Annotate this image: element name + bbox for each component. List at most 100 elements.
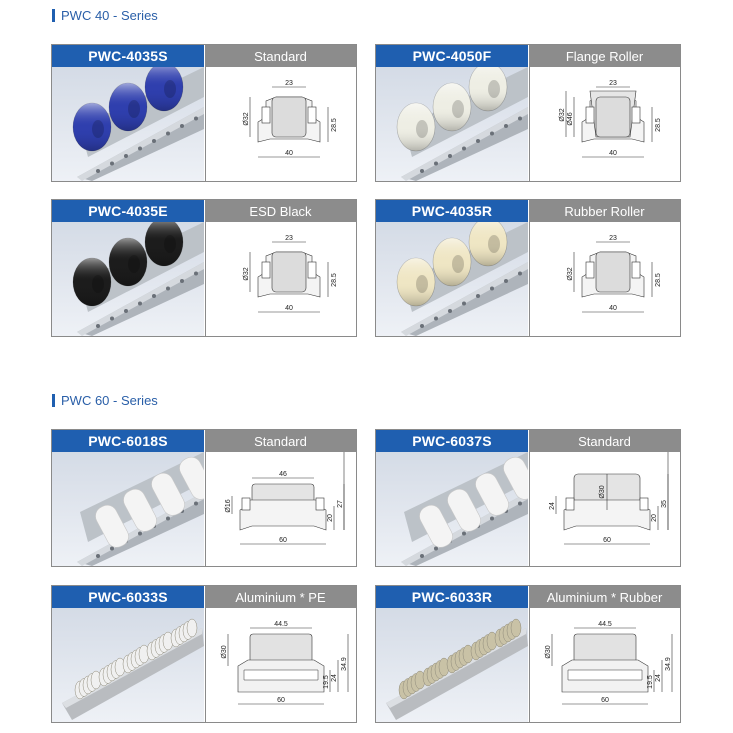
dim-bottom: 60 bbox=[603, 537, 611, 544]
dim-side: 24 bbox=[549, 502, 556, 510]
product-photo bbox=[52, 222, 204, 336]
dim-height: 28.5 bbox=[655, 118, 662, 132]
product-photo-svg bbox=[52, 67, 204, 181]
dim-h2: 24 bbox=[331, 674, 338, 682]
product-type: Rubber Roller bbox=[528, 200, 680, 222]
product-code: PWC-6037S bbox=[376, 430, 528, 452]
section-title-text: PWC 40 - Series bbox=[61, 8, 158, 23]
dim-h3: 34.9 bbox=[665, 657, 672, 671]
dim-side: Ø30 bbox=[545, 645, 552, 658]
dim-top: 44.5 bbox=[598, 621, 612, 628]
product-photo-svg bbox=[376, 67, 528, 181]
product-code: PWC-6033R bbox=[376, 586, 528, 608]
product-photo bbox=[52, 452, 204, 566]
dim-top: 44.5 bbox=[274, 621, 288, 628]
product-photo-svg bbox=[52, 608, 204, 722]
product-code: PWC-6033S bbox=[52, 586, 204, 608]
dim-height: 28.5 bbox=[331, 273, 338, 287]
product-photo-svg bbox=[52, 222, 204, 336]
dimension-drawing-svg: 23 40 Ø32 28.5 bbox=[243, 235, 338, 313]
section-title-text: PWC 60 - Series bbox=[61, 393, 158, 408]
dim-side2: Ø32 bbox=[559, 108, 566, 121]
product-photo-svg bbox=[376, 222, 528, 336]
product-photo bbox=[376, 222, 528, 336]
dim-h2: 27 bbox=[337, 500, 344, 508]
dim-h1: 20 bbox=[327, 514, 334, 522]
dim-top: 23 bbox=[285, 235, 293, 242]
dim-side: Ø30 bbox=[221, 645, 228, 658]
product-code: PWC-4035R bbox=[376, 200, 528, 222]
product-code: PWC-6018S bbox=[52, 430, 204, 452]
dim-side: Ø32 bbox=[243, 267, 250, 280]
product-type: Standard bbox=[204, 430, 356, 452]
section-bar bbox=[52, 9, 55, 22]
dim-top: 23 bbox=[609, 235, 617, 242]
product-type: Aluminium * PE bbox=[204, 586, 356, 608]
dim-top: 46 bbox=[279, 471, 287, 478]
dimension-drawing-svg: 23 40 Ø32 28.5 bbox=[243, 80, 338, 158]
dim-bottom: 60 bbox=[279, 537, 287, 544]
dim-h2: 24 bbox=[655, 674, 662, 682]
dim-bottom: 60 bbox=[601, 697, 609, 704]
section-title-pwc60: PWC 60 - Series bbox=[52, 393, 158, 408]
section-bar bbox=[52, 394, 55, 407]
product-code: PWC-4050F bbox=[376, 45, 528, 67]
dim-bottom: 40 bbox=[285, 305, 293, 312]
dim-bottom: 60 bbox=[277, 697, 285, 704]
dimension-drawing: 23 40 Ø32 28.5 bbox=[205, 67, 357, 181]
dim-bottom: 40 bbox=[609, 305, 617, 312]
product-photo-svg bbox=[376, 452, 528, 566]
dim-top: 23 bbox=[285, 80, 293, 87]
dim-side: Ø46 bbox=[567, 112, 574, 125]
dim-h1: 19.5 bbox=[647, 675, 654, 689]
product-type: Aluminium * Rubber bbox=[528, 586, 680, 608]
dim-h2: 35 bbox=[661, 500, 668, 508]
dim-h1: 19.5 bbox=[323, 675, 330, 689]
product-type: Standard bbox=[204, 45, 356, 67]
product-photo-svg bbox=[376, 608, 528, 722]
dim-side: Ø32 bbox=[567, 267, 574, 280]
product-type: Standard bbox=[528, 430, 680, 452]
product-photo bbox=[52, 67, 204, 181]
dim-height: 28.5 bbox=[331, 118, 338, 132]
product-photo bbox=[376, 608, 528, 722]
product-photo bbox=[52, 608, 204, 722]
product-type: ESD Black bbox=[204, 200, 356, 222]
dim-mid: Ø30 bbox=[599, 485, 606, 498]
dim-top: 23 bbox=[609, 80, 617, 87]
dim-side: Ø32 bbox=[243, 112, 250, 125]
product-code: PWC-4035S bbox=[52, 45, 204, 67]
product-photo bbox=[376, 67, 528, 181]
product-code: PWC-4035E bbox=[52, 200, 204, 222]
product-photo bbox=[376, 452, 528, 566]
product-photo-svg bbox=[52, 452, 204, 566]
dim-bottom: 40 bbox=[285, 150, 293, 157]
product-type: Flange Roller bbox=[528, 45, 680, 67]
section-title-pwc40: PWC 40 - Series bbox=[52, 8, 158, 23]
dim-h3: 34.9 bbox=[341, 657, 348, 671]
